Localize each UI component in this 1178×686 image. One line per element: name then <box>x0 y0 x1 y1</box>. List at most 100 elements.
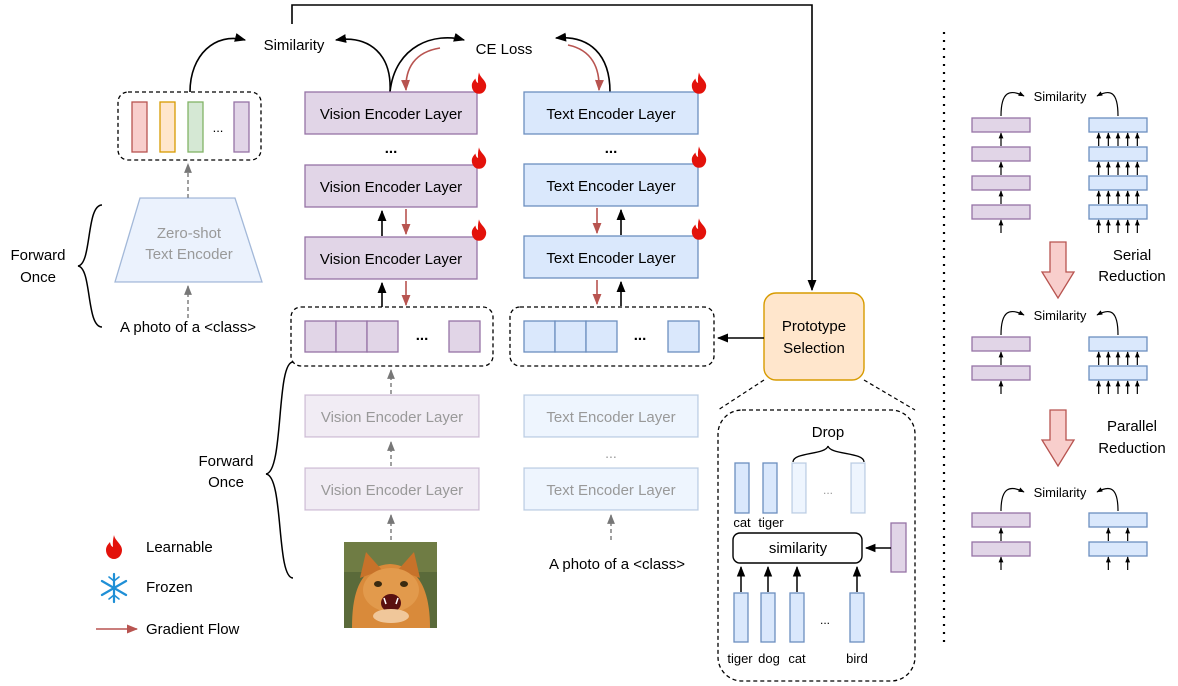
text-layer-mid-label: Text Encoder Layer <box>546 178 675 195</box>
class-token-cat <box>789 592 805 643</box>
forward-once-bottom-line2: Once <box>208 474 244 491</box>
mini-vision-layer <box>971 365 1031 381</box>
drop-label: Drop <box>812 424 845 441</box>
mini-text-layer <box>1088 336 1148 352</box>
zoom-line-left <box>717 379 765 411</box>
vision-encoder-layer-bottom <box>304 236 478 280</box>
zero-shot-features-group <box>117 91 262 161</box>
vision-token <box>304 320 337 353</box>
serial-reduction-arrow <box>1040 241 1076 300</box>
frozen-vision-encoder-layer-top <box>304 394 480 438</box>
serial-reduction-line2: Reduction <box>1098 268 1166 285</box>
serial-reduction-line1: Serial <box>1113 247 1151 264</box>
class-tokens-ellipsis: ... <box>820 613 830 627</box>
ce-loss-label: CE Loss <box>476 41 533 58</box>
dropped-class-token <box>791 462 807 514</box>
prototype-selection-line2: Selection <box>783 340 845 357</box>
frozen-text-layer-bottom-label: Text Encoder Layer <box>546 482 675 499</box>
mini-similarity-label: Similarity <box>1034 485 1087 500</box>
legend-frozen: Frozen <box>146 579 193 596</box>
frozen-vision-layer-bottom-label: Vision Encoder Layer <box>321 482 463 499</box>
vision-layer-mid-label: Vision Encoder Layer <box>320 179 462 196</box>
forward-once-brace-bottom <box>265 361 294 579</box>
text-feature-green <box>187 101 204 153</box>
vision-layer-bottom-label: Vision Encoder Layer <box>320 251 462 268</box>
zero-shot-encoder-line1: Zero-shot <box>157 225 222 242</box>
mini-text-layer <box>1088 117 1148 133</box>
text-layers-ellipsis: ... <box>605 140 618 157</box>
text-encoder-layer-mid <box>523 163 699 207</box>
ce-gradient-to-vision <box>401 47 441 92</box>
zero-shot-to-similarity-arrow <box>189 33 247 93</box>
text-token <box>523 320 556 353</box>
similarity-box-label: similarity <box>769 540 828 557</box>
class-label-dog: dog <box>758 651 780 666</box>
mini-text-to-similarity-arrow <box>1096 310 1119 336</box>
vision-token <box>335 320 368 353</box>
mini-similarity-label: Similarity <box>1034 308 1087 323</box>
forward-once-top-line2: Once <box>20 269 56 286</box>
learnable-flame-icon <box>691 146 707 168</box>
vision-token <box>366 320 399 353</box>
class-token-dog <box>760 592 776 643</box>
frozen-text-encoder-layer-bottom <box>523 467 699 511</box>
mini-vision-to-similarity-arrow <box>1000 487 1025 512</box>
learnable-flame-icon <box>691 72 707 94</box>
frozen-text-encoder-layer-top <box>523 394 699 438</box>
class-label-cat: cat <box>788 651 806 666</box>
text-token-group <box>509 306 715 367</box>
prototype-selection-inset <box>717 409 916 682</box>
learnable-flame-icon <box>471 219 487 241</box>
image-feature-token <box>890 522 907 573</box>
prototype-selection-line1: Prototype <box>782 318 846 335</box>
kept-class-tiger: tiger <box>758 515 784 530</box>
parallel-reduction-arrow <box>1040 409 1076 468</box>
forward-once-brace-top <box>77 204 103 328</box>
vision-tokens-ellipsis: ... <box>416 327 429 344</box>
zero-shot-text-encoder <box>114 197 263 283</box>
zero-shot-encoder-line2: Text Encoder <box>145 246 233 263</box>
cat-photo <box>344 542 437 628</box>
mini-text-layer <box>1088 204 1148 220</box>
text-token <box>585 320 618 353</box>
vision-layer-top-label: Vision Encoder Layer <box>320 106 462 123</box>
zero-shot-prompt: A photo of a <class> <box>120 319 256 336</box>
similarity-label: Similarity <box>264 37 325 54</box>
forward-once-top-line1: Forward <box>10 247 65 264</box>
text-layer-bottom-label: Text Encoder Layer <box>546 250 675 267</box>
learnable-flame-icon <box>471 147 487 169</box>
frozen-text-layer-top-label: Text Encoder Layer <box>546 409 675 426</box>
kept-class-token <box>762 462 778 514</box>
text-prompt: A photo of a <class> <box>549 556 685 573</box>
mini-vision-layer <box>971 175 1031 191</box>
class-label-bird: bird <box>846 651 868 666</box>
text-token <box>667 320 700 353</box>
mini-vision-to-similarity-arrow <box>1000 91 1025 117</box>
mini-text-to-similarity-arrow <box>1096 91 1119 117</box>
mini-text-layer <box>1088 146 1148 162</box>
frozen-snowflake-icon <box>100 572 128 604</box>
dropped-tokens-ellipsis: ... <box>823 483 833 497</box>
legend-learnable: Learnable <box>146 539 213 556</box>
kept-class-cat: cat <box>733 515 751 530</box>
vision-to-similarity-arrow <box>334 34 391 93</box>
learnable-legend-icon <box>106 535 122 559</box>
similarity-to-prototype-connector <box>291 4 817 292</box>
features-ellipsis: ... <box>213 120 224 135</box>
dropped-class-token <box>850 462 866 514</box>
text-encoder-layer-top <box>523 91 699 135</box>
text-encoder-layer-bottom <box>523 235 699 279</box>
vision-encoder-layer-top <box>304 91 478 135</box>
forward-once-bottom-line1: Forward <box>198 453 253 470</box>
vision-token-group <box>290 306 494 367</box>
mini-vision-layer <box>971 336 1031 352</box>
frozen-text-layers-ellipsis: ... <box>605 445 617 461</box>
learnable-flame-icon <box>691 218 707 240</box>
learnable-flame-icon <box>471 72 487 94</box>
mini-vision-layer <box>971 146 1031 162</box>
zoom-line-right <box>863 379 916 411</box>
legend-gradient-flow: Gradient Flow <box>146 621 240 638</box>
text-feature-red <box>131 101 148 153</box>
text-layer-top-label: Text Encoder Layer <box>546 106 675 123</box>
